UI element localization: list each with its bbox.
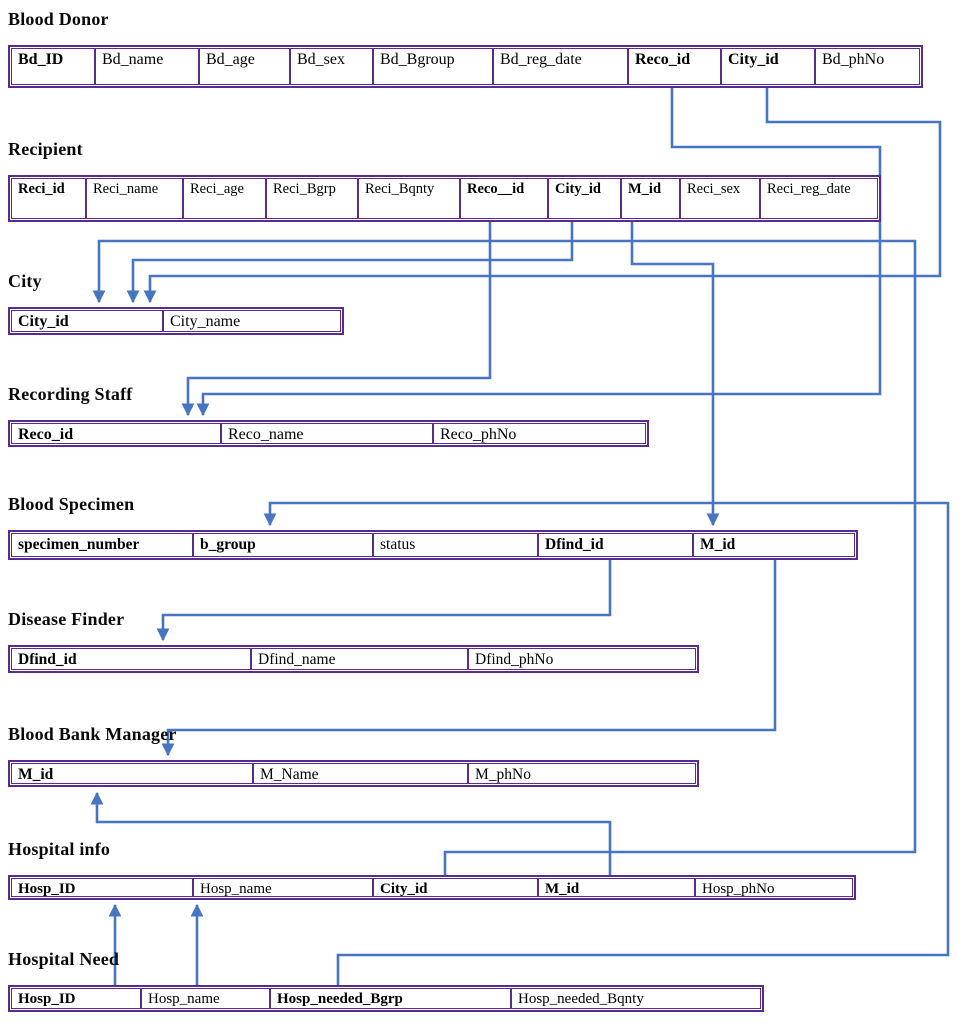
- field-bd_sex: Bd_sex: [290, 48, 373, 85]
- field-city_id: City_id: [548, 178, 621, 219]
- field-reco_id: Reco_id: [11, 423, 221, 444]
- field-hosp_id: Hosp_ID: [11, 988, 141, 1009]
- table-title: Hospital info: [8, 839, 111, 859]
- field-reco_name: Reco_name: [221, 423, 433, 444]
- field-dfind_name: Dfind_name: [251, 648, 468, 670]
- field-dfind_id: Dfind_id: [11, 648, 251, 670]
- field-m_id: M_id: [693, 533, 855, 557]
- table-title: Blood Specimen: [8, 494, 135, 514]
- field-dfind_id: Dfind_id: [538, 533, 693, 557]
- field-reco_phno: Reco_phNo: [433, 423, 646, 444]
- field-reci_name: Reci_name: [86, 178, 183, 219]
- field-reci_sex: Reci_sex: [680, 178, 760, 219]
- field-hosp_phno: Hosp_phNo: [695, 878, 853, 897]
- field-city_id: City_id: [721, 48, 815, 85]
- field-reci_id: Reci_id: [11, 178, 86, 219]
- field-reco_id: Reco_id: [628, 48, 721, 85]
- table-title: Disease Finder: [8, 609, 125, 629]
- table-title: Recipient: [8, 139, 83, 159]
- field-city_id: City_id: [11, 310, 163, 332]
- field-city_id: City_id: [373, 878, 538, 897]
- field-hosp_needed_bqnty: Hosp_needed_Bqnty: [511, 988, 761, 1009]
- field-bd_name: Bd_name: [95, 48, 199, 85]
- table-title: Blood Donor: [8, 9, 109, 29]
- table-title: Blood Bank Manager: [8, 724, 177, 744]
- connector-reci-m: [630, 222, 720, 527]
- table-title: City: [8, 271, 42, 291]
- table-title: Recording Staff: [8, 384, 133, 404]
- table-title: Hospital Need: [8, 949, 120, 969]
- field-reci_age: Reci_age: [183, 178, 266, 219]
- field-dfind_phno: Dfind_phNo: [468, 648, 696, 670]
- field-hosp_name: Hosp_name: [193, 878, 373, 897]
- field-reci_bqnty: Reci_Bqnty: [358, 178, 460, 219]
- field-city_name: City_name: [163, 310, 341, 332]
- field-hosp_id: Hosp_ID: [11, 878, 193, 897]
- field-hosp_name: Hosp_name: [141, 988, 270, 1009]
- field-m_phno: M_phNo: [468, 763, 696, 784]
- field-m_id: M_id: [538, 878, 695, 897]
- field-hosp_needed_bgrp: Hosp_needed_Bgrp: [270, 988, 511, 1009]
- field-bd_id: Bd_ID: [11, 48, 95, 85]
- field-status: status: [373, 533, 538, 557]
- field-m_name: M_Name: [253, 763, 468, 784]
- field-reci_bgrp: Reci_Bgrp: [266, 178, 358, 219]
- field-b_group: b_group: [193, 533, 373, 557]
- field-bd_age: Bd_age: [199, 48, 290, 85]
- field-bd_phno: Bd_phNo: [815, 48, 920, 85]
- field-m_id: M_id: [621, 178, 680, 219]
- field-specimen_number: specimen_number: [11, 533, 193, 557]
- field-bd_bgroup: Bd_Bgroup: [373, 48, 493, 85]
- field-m_id: M_id: [11, 763, 253, 784]
- field-reco__id: Reco__id: [460, 178, 548, 219]
- field-bd_reg_date: Bd_reg_date: [493, 48, 628, 85]
- field-reci_reg_date: Reci_reg_date: [760, 178, 878, 219]
